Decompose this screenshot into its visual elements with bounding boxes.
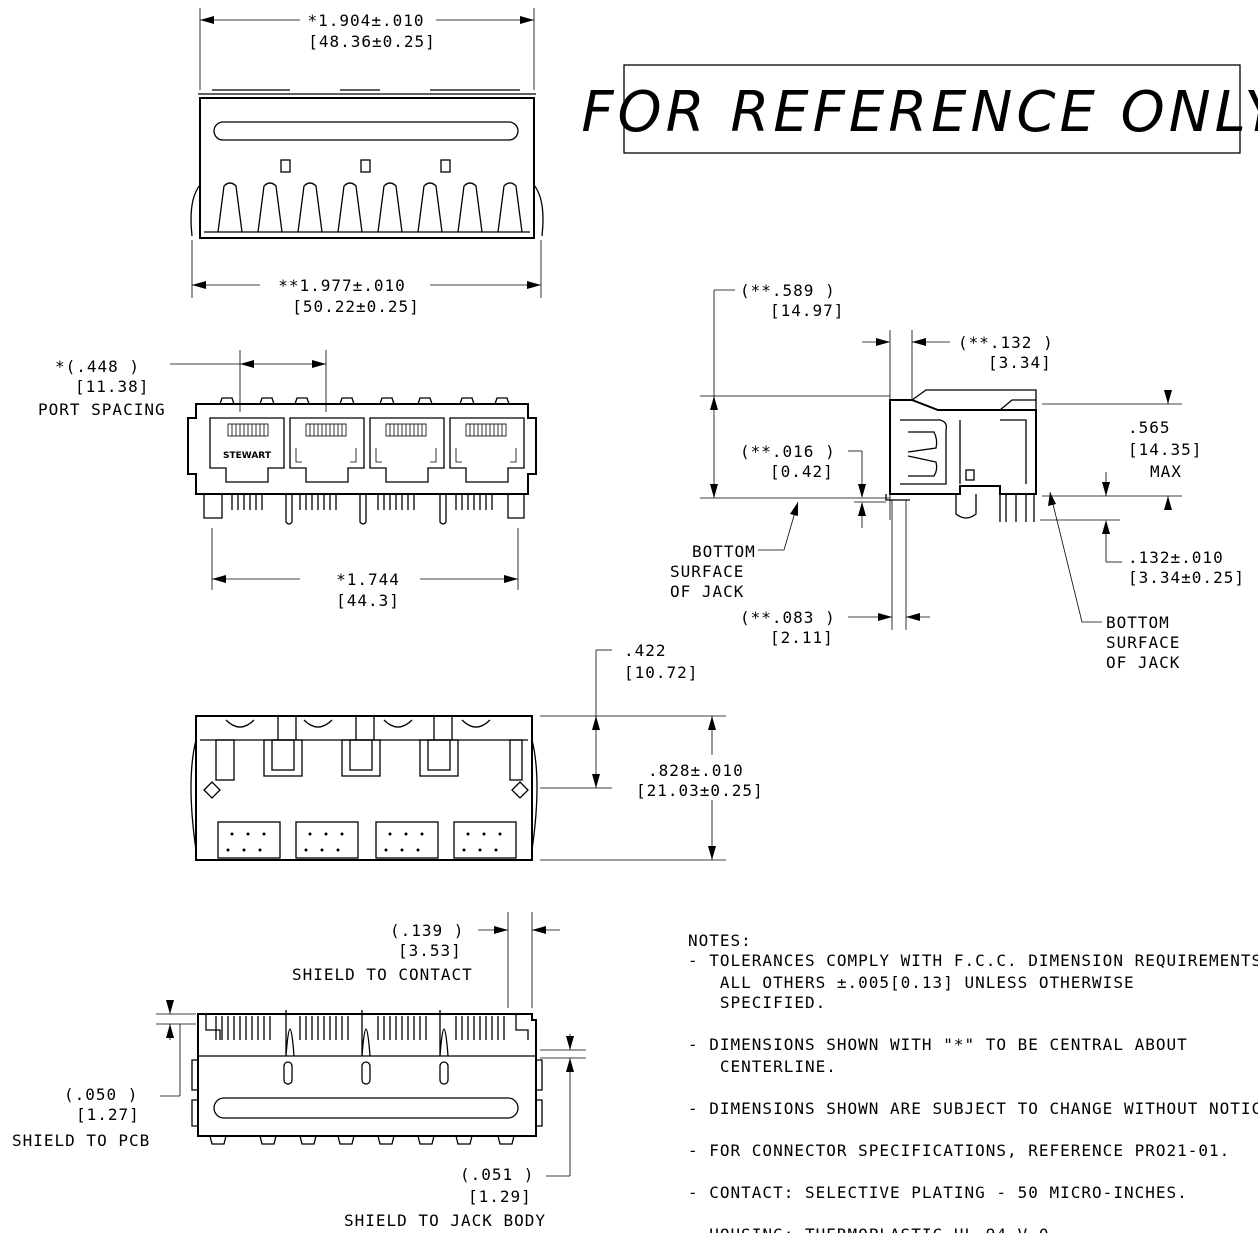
- side-view: (**.589 ) [14.97] (**.132 ) [3.34]: [670, 281, 1245, 672]
- note-line: - DIMENSIONS SHOWN WITH "*" TO BE CENTRA…: [688, 1035, 1188, 1054]
- dim-width-shield-mm: [50.22±0.25]: [292, 297, 420, 316]
- dim-front-828: .828±.010: [648, 761, 744, 780]
- dim-rear-139-label: SHIELD TO CONTACT: [292, 965, 473, 984]
- dim-side-083-mm: [2.11]: [770, 628, 834, 647]
- dim-width-shield: **1.977±.010: [278, 276, 406, 295]
- note-line: - TOLERANCES COMPLY WITH F.C.C. DIMENSIO…: [688, 951, 1258, 970]
- notes-title: NOTES:: [688, 931, 752, 950]
- label-bottom-left-2: SURFACE: [670, 562, 744, 581]
- note-line: - DIMENSIONS SHOWN ARE SUBJECT TO CHANGE…: [688, 1099, 1258, 1118]
- rear-slot: [213, 1097, 519, 1119]
- dim-front-422-mm: [10.72]: [624, 663, 698, 682]
- dim-width-top: *1.904±.010: [308, 11, 425, 30]
- led-windows: [217, 821, 517, 859]
- label-bottom-right-1: BOTTOM: [1106, 613, 1170, 632]
- dim-side-016-mm: [0.42]: [770, 462, 834, 481]
- dim-port-spacing-label: PORT SPACING: [38, 400, 166, 419]
- port-view: *(.448 ) [11.38] PORT SPACING: [38, 350, 537, 610]
- stamp-text: FOR REFERENCE ONLY: [581, 80, 1258, 145]
- dim-side-589-mm: [14.97]: [770, 301, 844, 320]
- dim-rear-139-mm: [3.53]: [398, 941, 462, 960]
- notes-block: NOTES: - TOLERANCES COMPLY WITH F.C.C. D…: [688, 931, 1258, 1233]
- label-bottom-right-2: SURFACE: [1106, 633, 1180, 652]
- dim-side-083: (**.083 ): [740, 608, 836, 627]
- dim-side-132tol: .132±.010: [1128, 548, 1224, 567]
- dim-port-spacing: *(.448 ): [55, 357, 140, 376]
- dim-front-422: .422: [624, 641, 667, 660]
- label-bottom-left-1: BOTTOM: [692, 542, 756, 561]
- dim-width-body: *1.744: [336, 570, 400, 589]
- dim-front-828-mm: [21.03±0.25]: [636, 781, 764, 800]
- dim-rear-051-mm: [1.29]: [468, 1187, 532, 1206]
- dim-side-565-max: MAX: [1150, 462, 1182, 481]
- reference-stamp: FOR REFERENCE ONLY: [581, 64, 1258, 154]
- label-bottom-left-3: OF JACK: [670, 582, 744, 601]
- dim-width-top-mm: [48.36±0.25]: [308, 32, 436, 51]
- dim-port-spacing-mm: [11.38]: [75, 377, 149, 396]
- dim-side-565-mm: [14.35]: [1128, 440, 1202, 459]
- top-view: *1.904±.010 [48.36±0.25]: [190, 8, 544, 316]
- rear-view: (.139 ) [3.53] SHIELD TO CONTACT: [12, 912, 586, 1230]
- note-line: ALL OTHERS ±.005[0.13] UNLESS OTHERWISE: [688, 973, 1135, 992]
- dim-rear-139: (.139 ): [390, 921, 464, 940]
- note-line: SPECIFIED.: [688, 993, 826, 1012]
- dim-rear-050: (.050 ): [64, 1085, 138, 1104]
- front-elevation: .422 [10.72] .828±.010 [21.03±0.25]: [190, 641, 764, 861]
- dim-side-132: (**.132 ): [958, 333, 1054, 352]
- dim-rear-051-label: SHIELD TO JACK BODY: [344, 1211, 546, 1230]
- note-line: - HOUSING: THERMOPLASTIC UL 94 V-0.: [688, 1225, 1060, 1233]
- dim-rear-050-mm: [1.27]: [76, 1105, 140, 1124]
- top-slot: [213, 121, 519, 141]
- stamp-frame: [623, 64, 1241, 154]
- dim-side-132-mm: [3.34]: [988, 353, 1052, 372]
- dim-width-body-mm: [44.3]: [336, 591, 400, 610]
- note-line: CENTERLINE.: [688, 1057, 837, 1076]
- dim-side-132tol-mm: [3.34±0.25]: [1128, 568, 1245, 587]
- jack-brand-logo: STEWART: [223, 451, 272, 461]
- dim-side-565: .565: [1128, 418, 1171, 437]
- note-line: - FOR CONNECTOR SPECIFICATIONS, REFERENC…: [688, 1141, 1230, 1160]
- note-line: - CONTACT: SELECTIVE PLATING - 50 MICRO-…: [688, 1183, 1188, 1202]
- dim-side-016: (**.016 ): [740, 442, 836, 461]
- rj45-ports: [209, 417, 525, 483]
- label-bottom-right-3: OF JACK: [1106, 653, 1180, 672]
- dim-side-589: (**.589 ): [740, 281, 836, 300]
- dim-rear-050-label: SHIELD TO PCB: [12, 1131, 150, 1150]
- dim-rear-051: (.051 ): [460, 1165, 534, 1184]
- pcb-pins: [203, 494, 525, 525]
